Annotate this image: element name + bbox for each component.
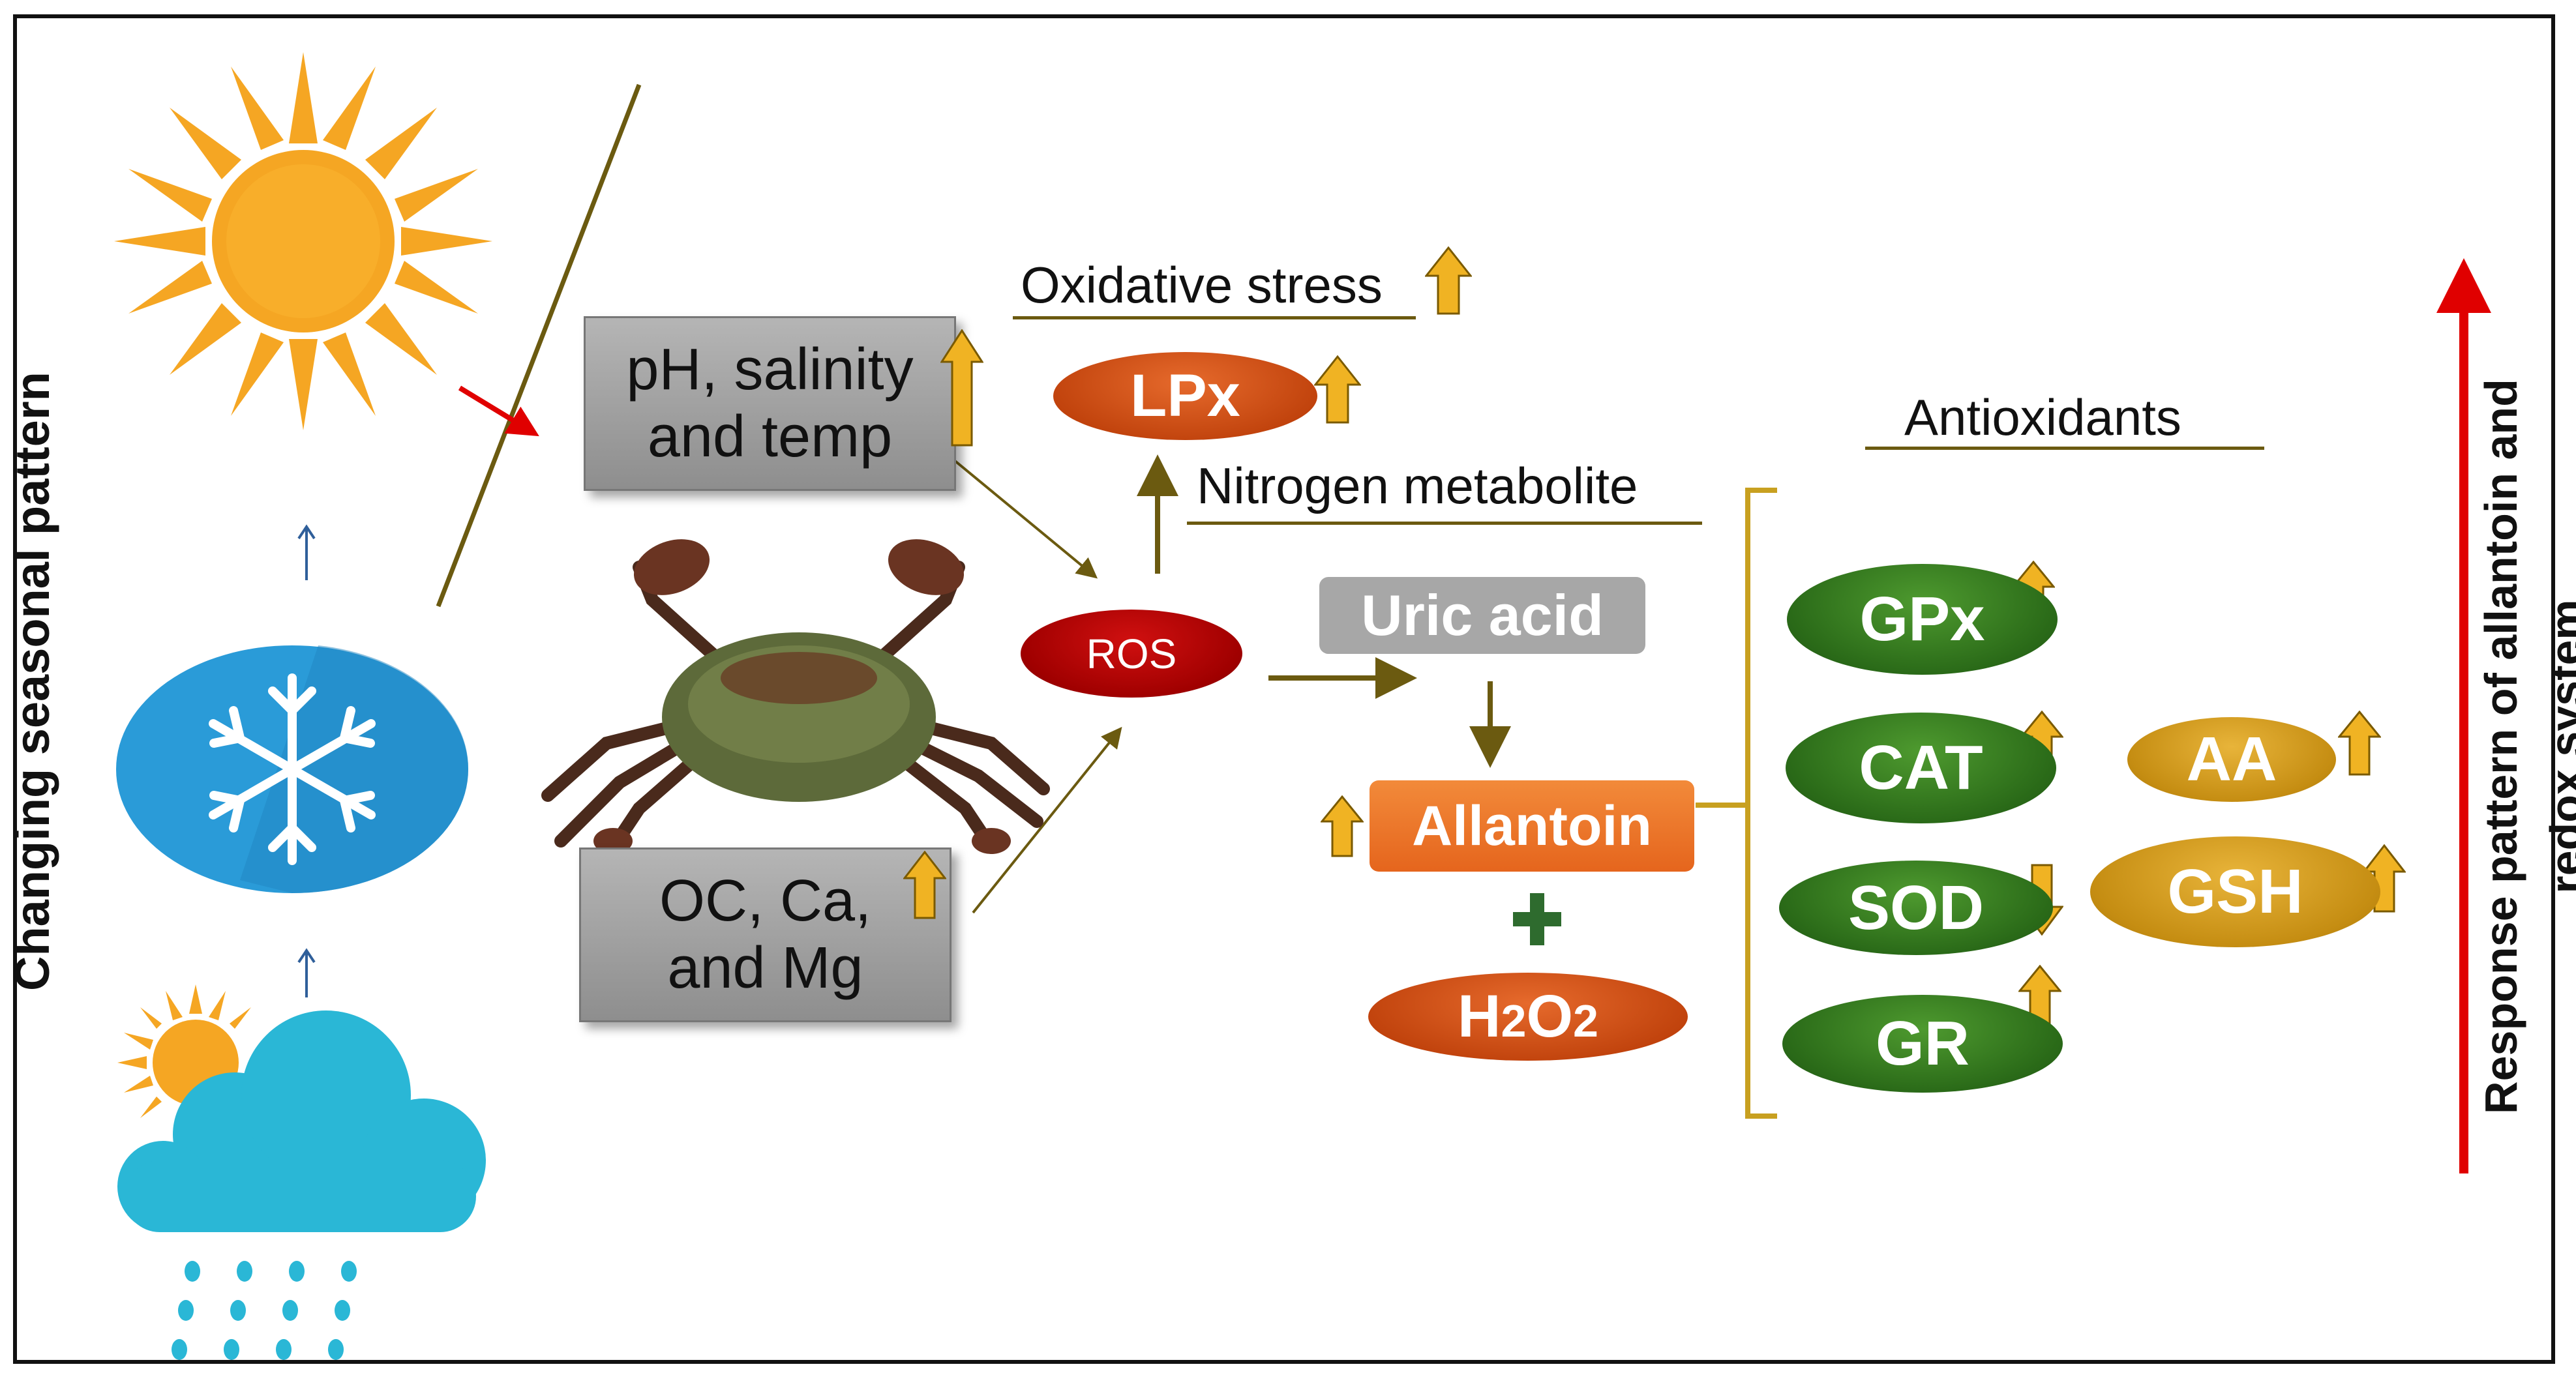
right-axis-label-line2: redox system [2541,599,2576,894]
right-axis-label-line1: Response pattern of allantoin and [2476,379,2526,1114]
ros-node: ROS [1021,610,1242,698]
plus-sign [1513,893,1561,945]
physical-params-line1: pH, salinity [626,336,914,402]
antioxidants-heading: Antioxidants [1904,389,2181,446]
ion-params-line2: and Mg [667,936,863,1001]
crab-image [541,539,1050,854]
rain-icon [172,1261,357,1360]
aa-node: AA [2127,717,2336,802]
sun-icon [114,52,492,430]
snowflake-icon [116,645,469,893]
arrow-up-icon [1314,355,1361,424]
lpx-label: LPx [1130,362,1240,429]
allantoin-label: Allantoin [1412,794,1652,857]
uric-acid-node: Uric acid [1319,577,1645,654]
figure-frame [13,14,2555,1364]
sod-node: SOD [1779,861,2053,955]
allantoin-node: Allantoin [1370,780,1694,872]
weather-icons [114,52,492,1360]
h2o2-node: H2O2 [1368,973,1688,1061]
box1-to-ros-arrow [952,458,1098,579]
lpx-node: LPx [1053,352,1317,440]
nitrogen-metabolite-heading: Nitrogen metabolite [1197,457,1638,514]
divider-line [436,83,642,608]
gsh-node: GSH [2090,836,2380,947]
physical-params-line2: and temp [647,404,893,469]
box2-to-ros-arrow [972,726,1122,914]
gr-node: GR [1782,995,2063,1093]
gpx-node: GPx [1787,564,2058,675]
arrow-up-icon [903,851,946,919]
h2o2-label: H2O2 [1458,983,1598,1050]
right-axis-label: Response pattern of allantoin and redox … [2468,316,2576,1177]
cloud-icon [117,1010,486,1232]
oxidative-stress-heading: Oxidative stress [1021,256,1383,314]
sun-arrow [458,385,539,437]
arrow-up-icon [1321,795,1364,857]
arrow-up-icon [2338,711,2381,776]
arrow-up-icon [1425,246,1472,315]
ion-params-box: OC, Ca,and Mg [579,848,951,1022]
ion-params-line1: OC, Ca, [659,868,872,934]
uric-acid-label: Uric acid [1361,583,1604,647]
cat-node: CAT [1786,713,2056,823]
antioxidant-bracket [1745,488,1777,1119]
arrow-up-icon [940,329,983,447]
ros-label: ROS [1086,630,1177,677]
